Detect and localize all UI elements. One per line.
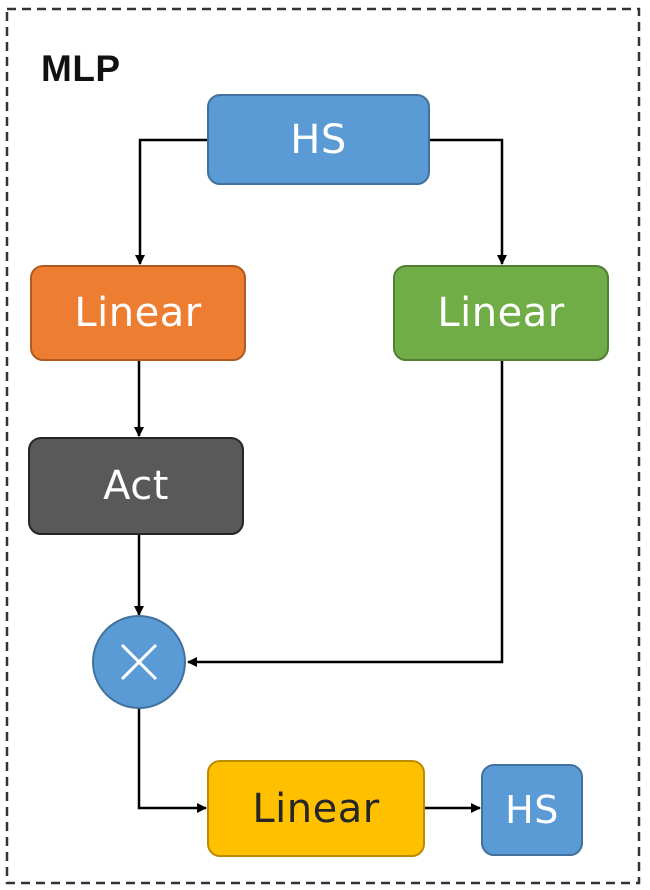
mlp-frame xyxy=(5,7,641,885)
hs-input-label: HS xyxy=(290,116,347,163)
linear-right-node: Linear xyxy=(393,265,609,361)
arrow-linear-right-to-multiply xyxy=(187,361,504,667)
arrow-multiply-to-linear-output xyxy=(137,708,207,813)
hs-output-label: HS xyxy=(505,788,559,832)
activation-node: Act xyxy=(28,437,244,535)
multiply-node xyxy=(92,615,186,709)
linear-left-node: Linear xyxy=(30,265,246,361)
hs-input-node: HS xyxy=(207,94,430,185)
diagram-title: MLP xyxy=(41,48,121,89)
linear-output-node: Linear xyxy=(207,760,425,857)
activation-label: Act xyxy=(103,463,169,509)
linear-output-label: Linear xyxy=(252,785,380,832)
hs-output-node: HS xyxy=(481,764,583,856)
arrow-hs-to-linear-left xyxy=(135,138,207,265)
linear-left-label: Linear xyxy=(74,290,202,336)
linear-right-label: Linear xyxy=(437,290,565,336)
arrow-hs-to-linear-right xyxy=(430,138,507,265)
multiply-icon xyxy=(120,643,158,681)
